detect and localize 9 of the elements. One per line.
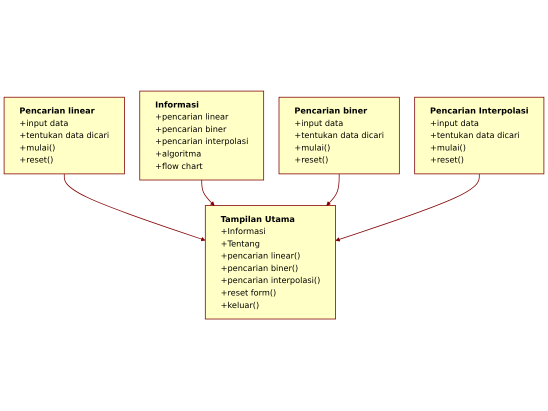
arrow (335, 174, 480, 242)
arrow (326, 174, 340, 206)
node-box: Tampilan Utama +Informasi +Tentang +pencarian linear() +pencarian biner() +pencarian interpolasi() +reset form() +keluar() (204, 206, 336, 320)
node-box: Pencarian Interpolasi +input data +tentukan data dicari +mulai() +reset() (414, 97, 544, 175)
arrow (201, 180, 215, 206)
node-box: Informasi +pencarian linear +pencarian biner +pencarian interpolasi +algoritma +flow chart (139, 91, 264, 181)
arrow (64, 174, 206, 242)
node-box: Pencarian biner +input data +tentukan data dicari +mulai() +reset() (278, 97, 400, 175)
node-box: Pencarian linear +input data +tentukan data dicari +mulai() +reset() (4, 97, 125, 175)
